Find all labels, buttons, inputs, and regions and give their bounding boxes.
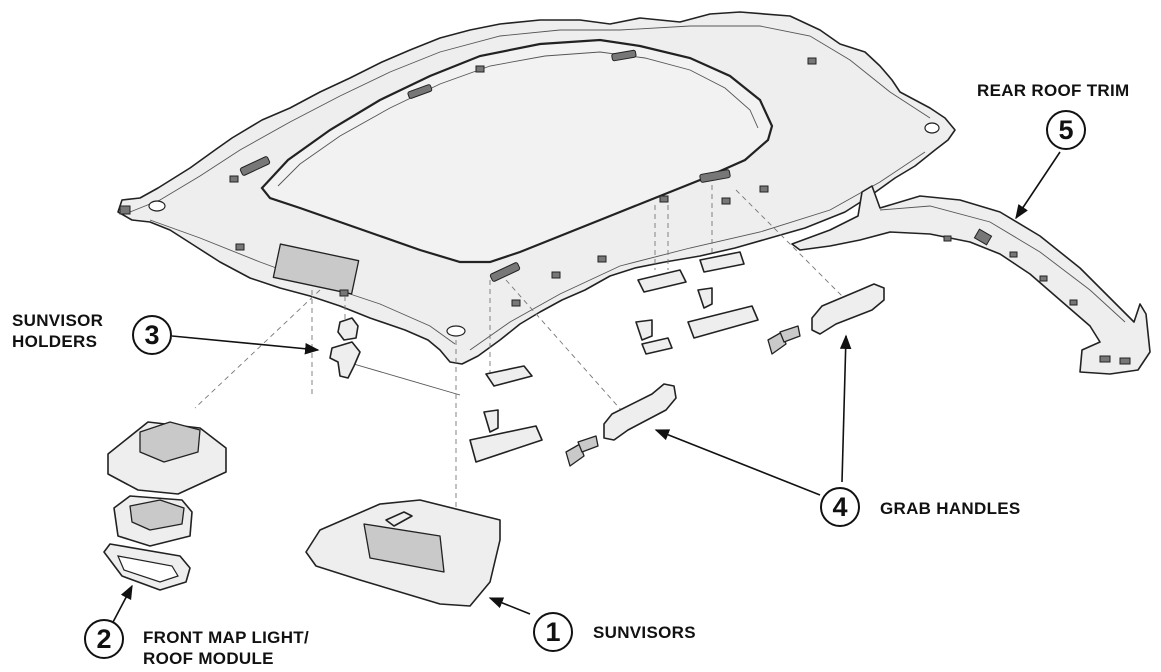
- grab-handles-label: GRAB HANDLES: [880, 499, 1021, 518]
- sunvisor-part: [305, 499, 501, 607]
- rear-roof-trim-label: REAR ROOF TRIM: [977, 81, 1130, 100]
- sunvisor-holders-label-line1: SUNVISOR: [12, 311, 104, 330]
- headliner-panel: [117, 11, 956, 365]
- callout-number-2: 2: [84, 619, 124, 659]
- callout-number-5: 5: [1046, 110, 1086, 150]
- callout-number-4: 4: [820, 487, 860, 527]
- rear-roof-trim-part: [791, 185, 1151, 375]
- callout-number-3: 3: [132, 315, 172, 355]
- sunvisor-holder-parts: [329, 317, 361, 379]
- callout-number-1: 1: [533, 612, 573, 652]
- grab-handle-mount-parts: [469, 251, 801, 467]
- map-light-roof-module-part: [103, 421, 227, 591]
- assembly-guide-lines: [194, 185, 849, 540]
- grab-handle-parts: [603, 283, 885, 441]
- map-light-label-line2: ROOF MODULE: [143, 649, 274, 668]
- sunvisor-holders-label-line2: HOLDERS: [12, 332, 98, 351]
- leader-arrows: [111, 151, 1061, 625]
- sunvisors-label: SUNVISORS: [593, 623, 696, 642]
- map-light-label-line1: FRONT MAP LIGHT/: [143, 628, 309, 647]
